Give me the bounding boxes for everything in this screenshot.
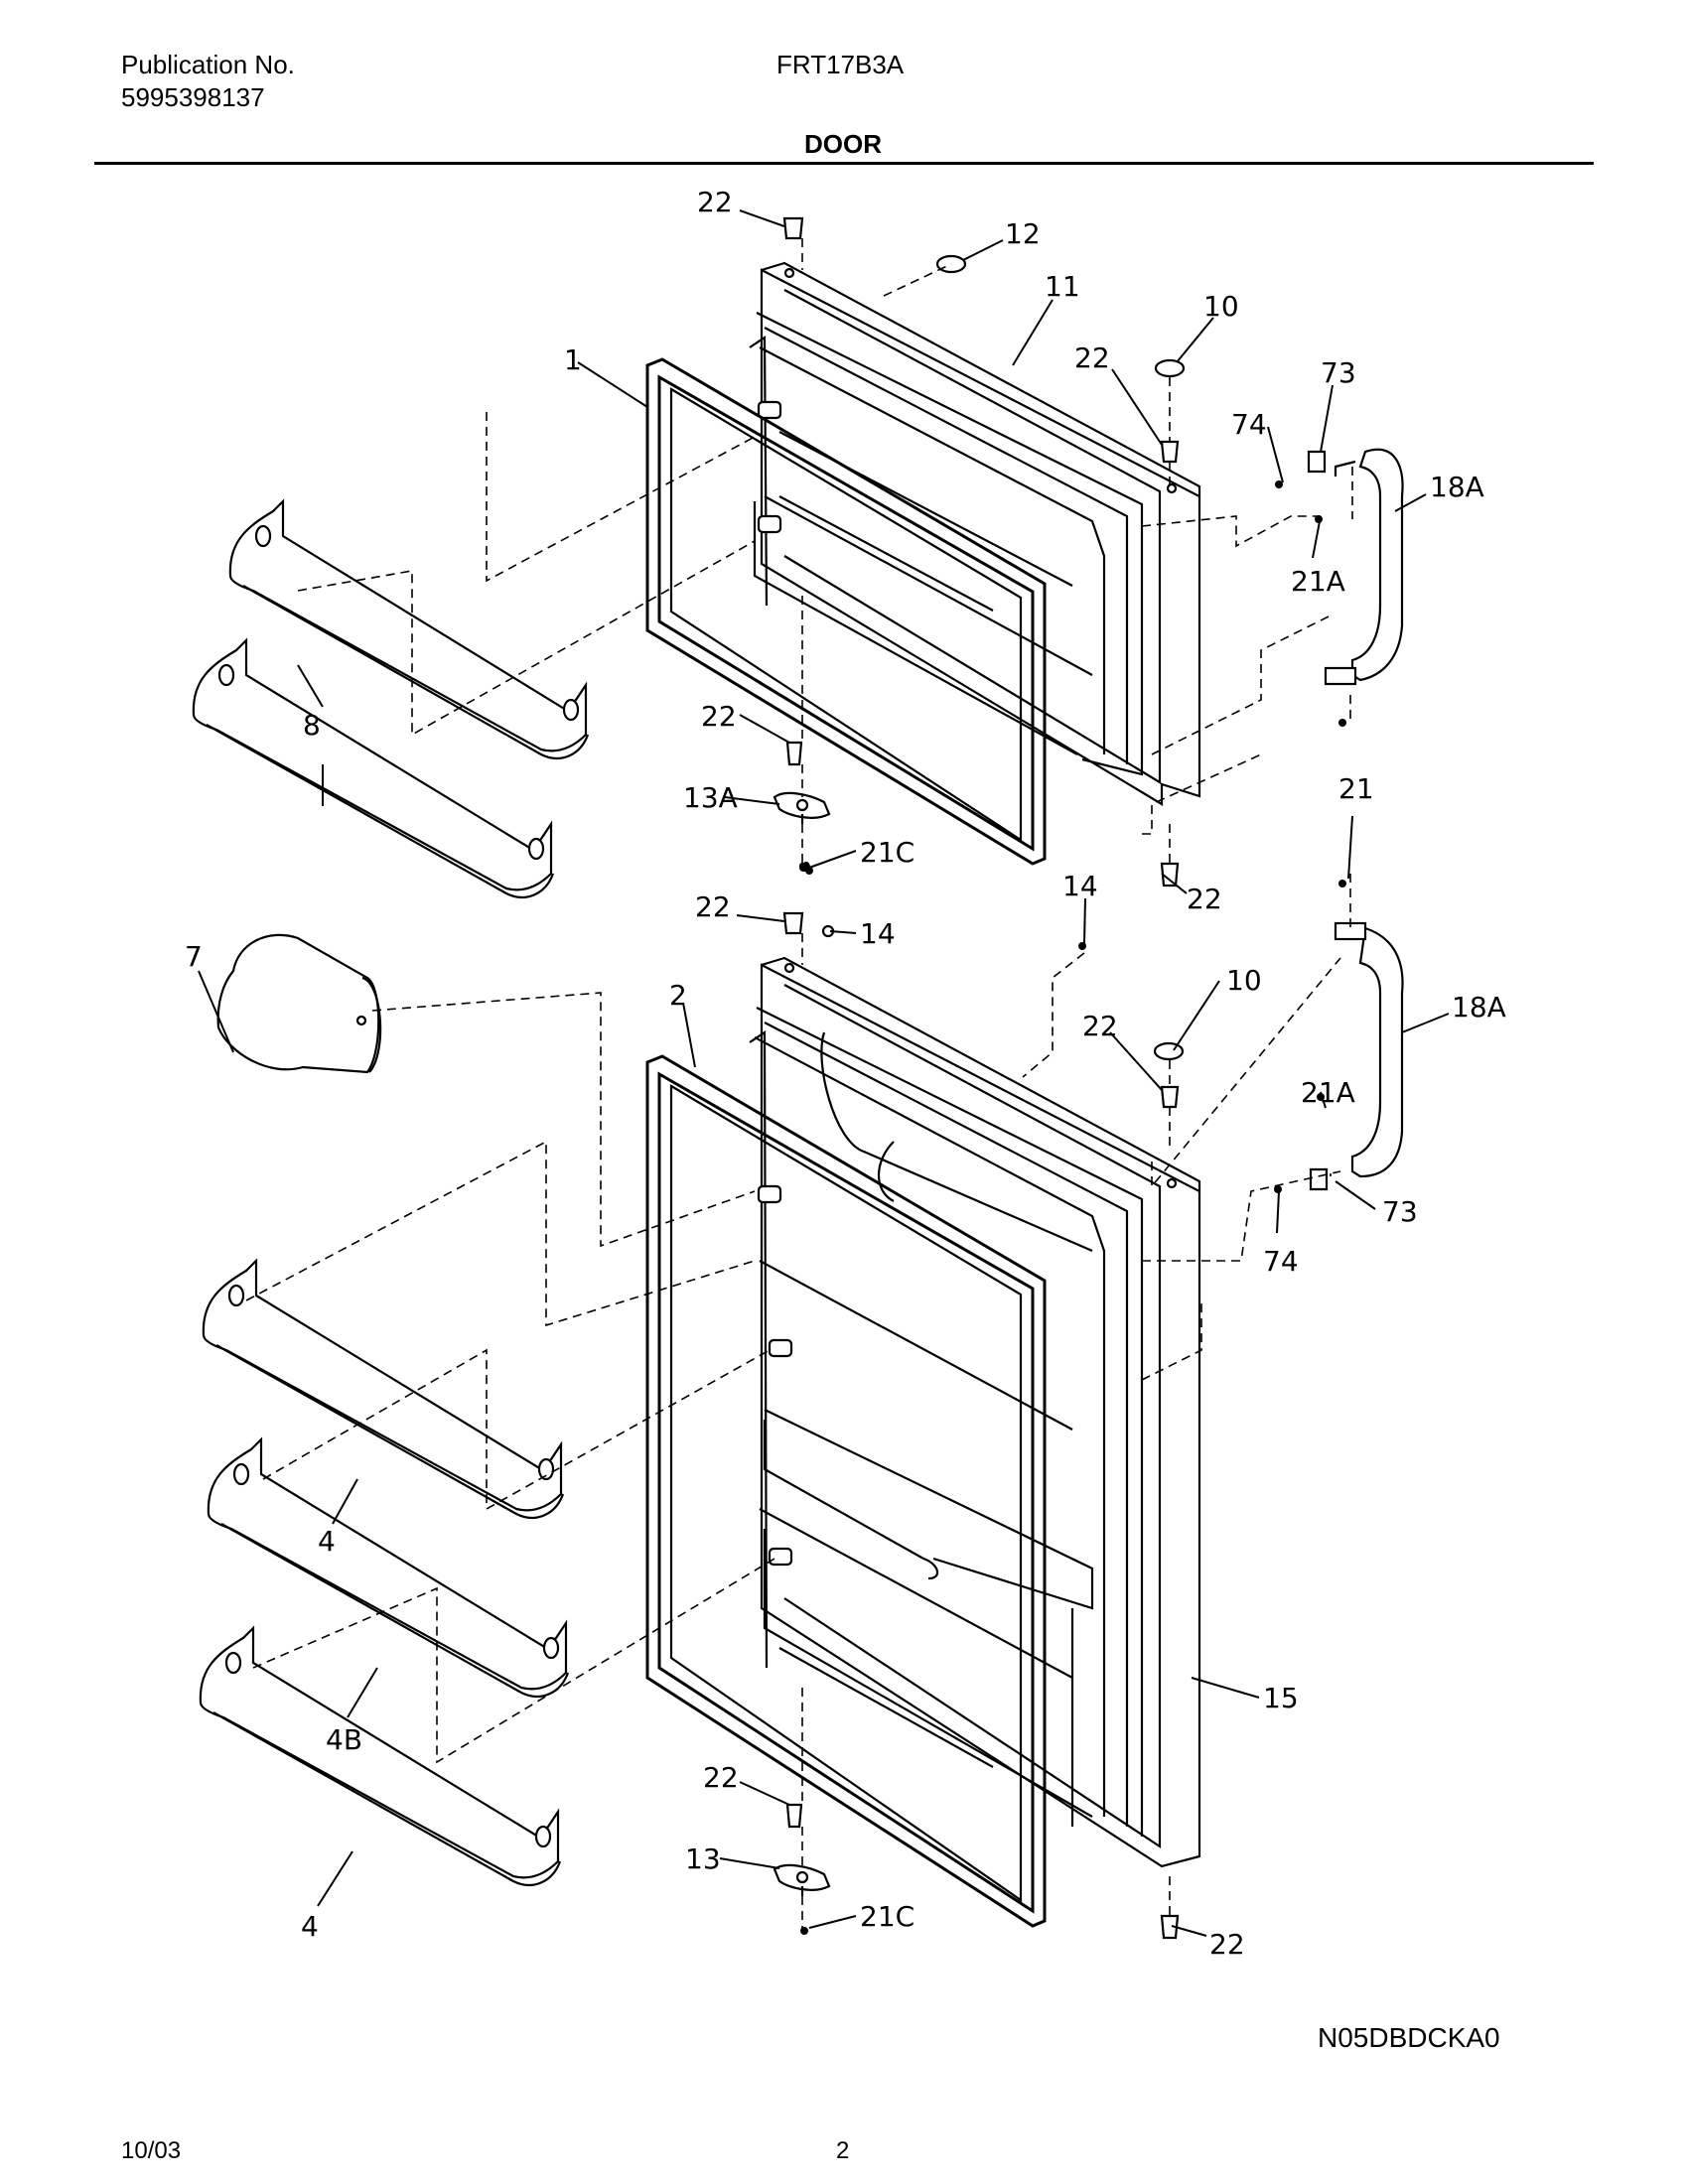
freezer-door-shelf-upper xyxy=(228,498,590,759)
callout-21A: 21A xyxy=(1291,565,1345,598)
callout-18A: 18A xyxy=(1430,471,1484,503)
header-rule xyxy=(94,162,1594,165)
callout-13A: 13A xyxy=(683,781,738,814)
model-number: FRT17B3A xyxy=(776,50,905,79)
callout-14: 14 xyxy=(860,917,896,950)
fresh-food-door-shelf-middle xyxy=(207,1436,570,1698)
freezer-door-panel xyxy=(749,261,1201,806)
hardware-screws xyxy=(782,216,1346,1940)
freezer-bottom-hinge xyxy=(773,791,831,824)
callout-22: 22 xyxy=(1209,1928,1245,1961)
callout-1: 1 xyxy=(564,343,582,376)
callout-73: 73 xyxy=(1382,1195,1418,1228)
freezer-door-handle xyxy=(1324,448,1404,686)
dairy-compartment xyxy=(216,933,382,1074)
callout-10: 10 xyxy=(1203,290,1239,323)
callout-10: 10 xyxy=(1226,964,1262,997)
callout-15: 15 xyxy=(1263,1682,1299,1714)
callout-4: 4 xyxy=(301,1910,319,1943)
fresh-food-door-handle xyxy=(1334,921,1404,1178)
freezer-door-gasket xyxy=(645,357,1047,866)
callout-14: 14 xyxy=(1062,870,1098,902)
callout-22: 22 xyxy=(701,700,737,733)
callout-21C: 21C xyxy=(860,836,914,869)
callout-22: 22 xyxy=(1187,883,1222,915)
callout-22: 22 xyxy=(697,186,733,218)
callout-22: 22 xyxy=(1082,1010,1118,1042)
section-title: DOOR xyxy=(804,129,882,159)
callout-labels: 22 12 11 10 22 73 74 18A 21A 1 8 22 13A … xyxy=(185,186,1506,1961)
callout-4B: 4B xyxy=(326,1723,362,1756)
freezer-door-shelf-lower xyxy=(192,637,555,898)
callout-22: 22 xyxy=(703,1761,739,1794)
page-number: 2 xyxy=(836,2137,850,2164)
callout-18A: 18A xyxy=(1452,991,1506,1024)
fresh-food-door-shelf-top xyxy=(202,1258,565,1519)
callout-4: 4 xyxy=(318,1525,336,1558)
publication-label: Publication No. xyxy=(121,50,295,79)
callout-22: 22 xyxy=(1074,341,1110,374)
callout-13: 13 xyxy=(685,1843,721,1875)
callout-74: 74 xyxy=(1263,1245,1299,1278)
callout-2: 2 xyxy=(669,979,687,1012)
callout-73: 73 xyxy=(1321,356,1356,389)
fresh-food-door-shelf-bottom xyxy=(199,1625,562,1886)
publication-number: 5995398137 xyxy=(121,82,265,112)
callout-21C: 21C xyxy=(860,1900,914,1933)
footer-date: 10/03 xyxy=(121,2137,182,2164)
callout-7: 7 xyxy=(185,940,203,973)
assembly-guide-lines xyxy=(245,238,1353,1931)
fresh-food-door-gasket xyxy=(645,1054,1047,1928)
callout-21: 21 xyxy=(1338,772,1374,805)
callout-11: 11 xyxy=(1045,270,1080,303)
callout-8: 8 xyxy=(303,709,321,742)
callout-74: 74 xyxy=(1231,408,1267,441)
callout-22: 22 xyxy=(695,890,731,923)
fresh-food-door-panel xyxy=(749,956,1201,1868)
callout-leaders xyxy=(198,209,1450,1937)
drawing-code: N05DBDCKA0 xyxy=(1318,2022,1500,2053)
callout-12: 12 xyxy=(1005,217,1041,250)
callout-21A: 21A xyxy=(1301,1076,1355,1109)
fresh-food-bottom-hinge xyxy=(773,1863,831,1896)
